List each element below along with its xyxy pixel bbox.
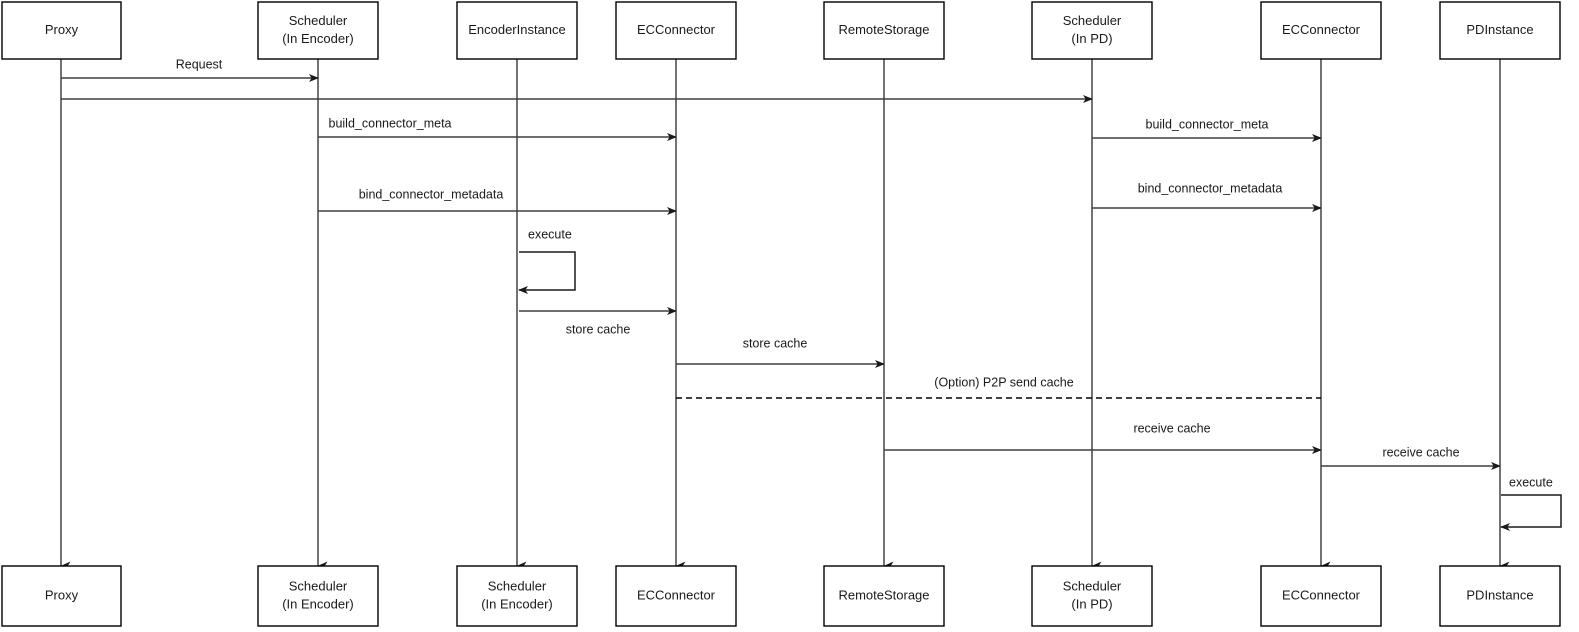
participant-box-rect — [1, 1, 122, 60]
participant-label-line2: (In Encoder) — [282, 31, 354, 46]
participant-top-ecconnector-a[interactable]: ECConnector — [615, 1, 737, 60]
message-label-bind-meta-left: bind_connector_metadata — [359, 187, 504, 201]
participant-label-line1: Scheduler — [289, 13, 348, 28]
message-build-meta-left[interactable]: build_connector_meta — [318, 116, 677, 141]
message-label-request: Request — [176, 57, 223, 71]
self-messages-group: execute execute — [518, 227, 1562, 531]
participant-box-rect — [456, 1, 578, 60]
participant-top-proxy[interactable]: Proxy — [1, 1, 122, 60]
message-bind-meta-left[interactable]: bind_connector_metadata — [318, 187, 677, 215]
participant-label-line2: (In PD) — [1071, 31, 1112, 46]
participant-top-scheduler-enc[interactable]: Scheduler (In Encoder) — [257, 1, 379, 60]
participant-bottom-proxy[interactable]: Proxy — [1, 565, 122, 627]
self-message-path-execute-encoder — [518, 251, 576, 294]
participant-top-scheduler-pd[interactable]: Scheduler (In PD) — [1031, 1, 1153, 60]
participant-label-line1: Scheduler — [1063, 13, 1122, 28]
participant-box-rect — [1439, 565, 1561, 627]
self-message-execute-encoder[interactable]: execute — [518, 227, 576, 294]
message-bind-meta-right[interactable]: bind_connector_metadata — [1092, 181, 1322, 212]
participant-label-line1: Scheduler — [488, 578, 547, 593]
participant-top-pdinstance[interactable]: PDInstance — [1439, 1, 1561, 60]
message-label-store-cache-1: store cache — [566, 322, 631, 336]
message-label-p2p-send-cache: (Option) P2P send cache — [934, 375, 1073, 389]
participant-box-rect — [1260, 565, 1382, 627]
message-p2p-send-cache[interactable]: (Option) P2P send cache — [676, 375, 1321, 399]
participant-label-line1: ECConnector — [1282, 22, 1361, 37]
message-label-receive-cache-1: receive cache — [1133, 421, 1210, 435]
participant-bottom-ecconnector-a[interactable]: ECConnector — [615, 565, 737, 627]
message-label-build-meta-left: build_connector_meta — [329, 116, 452, 130]
participant-box-rect — [257, 1, 379, 60]
participant-bottom-scheduler-enc[interactable]: Scheduler (In Encoder) — [257, 565, 379, 627]
participant-label-line2: (In PD) — [1071, 596, 1112, 611]
participant-box-rect — [1031, 1, 1153, 60]
self-message-label-execute-pd: execute — [1509, 475, 1553, 489]
participant-bottom-pdinstance[interactable]: PDInstance — [1439, 565, 1561, 627]
message-receive-cache-2[interactable]: receive cache — [1321, 445, 1501, 470]
participant-label-line1: PDInstance — [1466, 22, 1533, 37]
participant-box-rect — [1260, 1, 1382, 60]
participant-bottom-scheduler-pd[interactable]: Scheduler (In PD) — [1031, 565, 1153, 627]
participant-box-rect — [257, 565, 379, 627]
self-message-label-execute-encoder: execute — [528, 227, 572, 241]
participant-boxes-top: Proxy Scheduler (In Encoder) EncoderInstanc… — [1, 1, 1561, 60]
participant-box-rect — [1439, 1, 1561, 60]
message-store-cache-1[interactable]: store cache — [519, 307, 677, 336]
participant-box-rect — [456, 565, 578, 627]
messages-group: Request build_connector_meta build_connect… — [61, 57, 1501, 470]
participant-label-line1: RemoteStorage — [838, 587, 929, 602]
message-label-bind-meta-right: bind_connector_metadata — [1138, 181, 1283, 195]
participant-label-line1: ECConnector — [637, 22, 716, 37]
message-label-store-cache-2: store cache — [743, 336, 808, 350]
participant-label-line1: ECConnector — [1282, 587, 1361, 602]
self-message-path-execute-pd — [1500, 494, 1562, 531]
participant-label-line1: Scheduler — [1063, 578, 1122, 593]
participant-box-rect — [615, 565, 737, 627]
participant-box-rect — [1031, 565, 1153, 627]
participant-top-encoder-inst[interactable]: EncoderInstance — [456, 1, 578, 60]
participant-label-line1: EncoderInstance — [468, 22, 566, 37]
message-label-build-meta-right: build_connector_meta — [1146, 117, 1269, 131]
participant-box-rect — [1, 565, 122, 627]
self-message-execute-pd[interactable]: execute — [1500, 475, 1562, 531]
participant-label-line1: Proxy — [45, 22, 79, 37]
participant-label-line1: PDInstance — [1466, 587, 1533, 602]
message-store-cache-2[interactable]: store cache — [676, 336, 885, 368]
lifelines-group — [60, 59, 1510, 571]
participant-top-ecconnector-b[interactable]: ECConnector — [1260, 1, 1382, 60]
message-receive-cache-1[interactable]: receive cache — [884, 421, 1322, 454]
participant-box-rect — [615, 1, 737, 60]
participant-label-line1: ECConnector — [637, 587, 716, 602]
participant-label-line2: (In Encoder) — [481, 596, 553, 611]
participant-label-line1: Proxy — [45, 587, 79, 602]
participant-label-line1: RemoteStorage — [838, 22, 929, 37]
participant-bottom-ecconnector-b[interactable]: ECConnector — [1260, 565, 1382, 627]
participant-bottom-remotestorage[interactable]: RemoteStorage — [823, 565, 945, 627]
participant-box-rect — [823, 1, 945, 60]
participant-top-remotestorage[interactable]: RemoteStorage — [823, 1, 945, 60]
message-request[interactable]: Request — [61, 57, 319, 82]
message-build-meta-right[interactable]: build_connector_meta — [1092, 117, 1322, 142]
participant-boxes-bottom: Proxy Scheduler (In Encoder) Scheduler (In E… — [1, 565, 1561, 627]
message-label-receive-cache-2: receive cache — [1382, 445, 1459, 459]
participant-bottom-encoder-inst[interactable]: Scheduler (In Encoder) — [456, 565, 578, 627]
participant-box-rect — [823, 565, 945, 627]
participant-label-line1: Scheduler — [289, 578, 348, 593]
participant-label-line2: (In Encoder) — [282, 596, 354, 611]
